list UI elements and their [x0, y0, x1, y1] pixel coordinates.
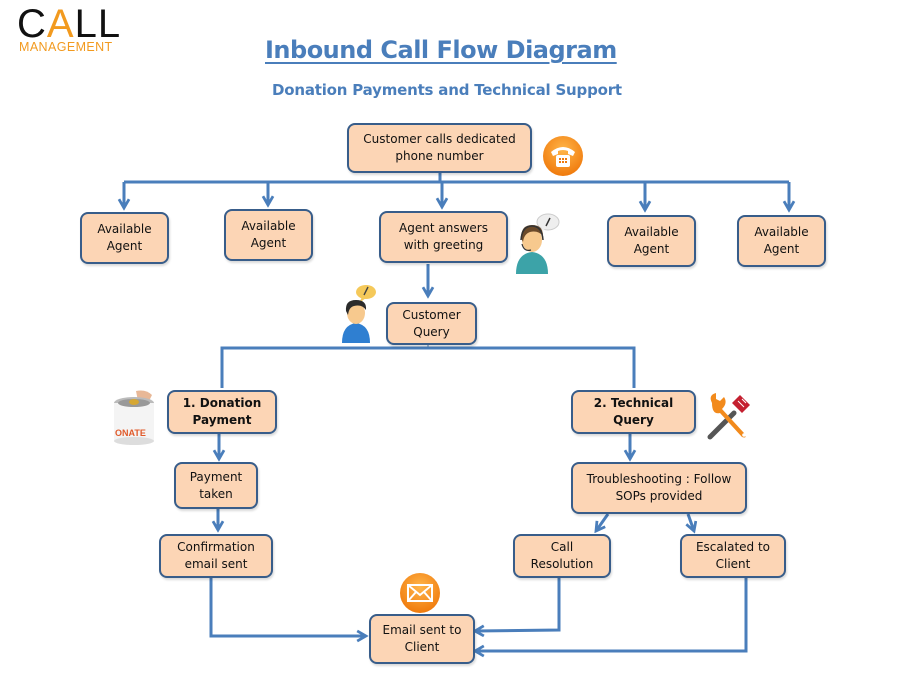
node-payment-taken: Payment taken — [174, 462, 258, 509]
connector-confirmation-to-email — [209, 577, 366, 636]
donation-can-icon: ONATE — [114, 390, 154, 445]
node-agent-answers: Agent answers with greeting — [379, 211, 508, 263]
node-email-sent-to-client: Email sent to Client — [369, 614, 475, 664]
connector-split-bar — [220, 346, 636, 388]
connector-to-call-resolution — [596, 513, 610, 531]
node-customer-calls: Customer calls dedicated phone number — [347, 123, 532, 173]
call-management-logo: CALL MANAGEMENT — [17, 4, 142, 54]
logo-wordmark: CALL — [17, 2, 122, 46]
connector-to-escalated — [688, 513, 694, 531]
connector-resolution-to-email — [475, 577, 561, 631]
node-donation-payment: 1. Donation Payment — [167, 390, 277, 434]
agent-headset-icon — [516, 213, 560, 274]
email-icon — [400, 573, 440, 613]
node-available-agent-4: Available Agent — [607, 215, 696, 267]
node-customer-query: Customer Query — [386, 302, 477, 345]
phone-icon — [543, 136, 583, 176]
node-troubleshooting: Troubleshooting : Follow SOPs provided — [571, 462, 747, 514]
donate-label: ONATE — [115, 428, 146, 438]
page-subtitle: Donation Payments and Technical Support — [272, 81, 622, 99]
node-technical-query: 2. Technical Query — [571, 390, 696, 434]
node-available-agent-5: Available Agent — [737, 215, 826, 267]
logo-subword: MANAGEMENT — [19, 40, 113, 54]
tools-icon — [707, 393, 750, 440]
page-title: Inbound Call Flow Diagram — [265, 36, 617, 64]
node-available-agent-1: Available Agent — [80, 212, 169, 264]
node-call-resolution: Call Resolution — [513, 534, 611, 578]
connector-escalated-to-email — [475, 577, 748, 651]
node-confirmation-email: Confirmation email sent — [159, 534, 273, 578]
customer-icon — [342, 285, 376, 343]
node-escalated-to-client: Escalated to Client — [680, 534, 786, 578]
node-available-agent-2: Available Agent — [224, 209, 313, 261]
